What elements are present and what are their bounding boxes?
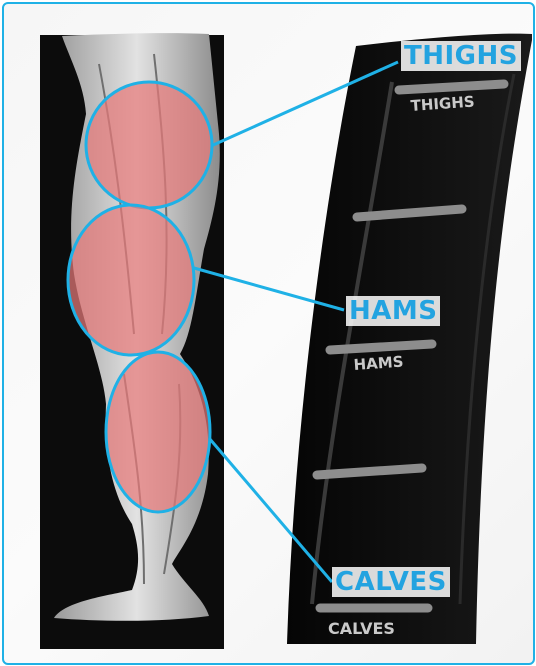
pad-label-hams: HAMS <box>353 353 404 374</box>
roller-pad: THIGHS HAMS CALVES <box>287 34 532 644</box>
thighs-highlight <box>86 82 212 208</box>
pad-stripe <box>399 84 504 90</box>
muscle-highlights <box>68 82 212 512</box>
pad-label-calves: CALVES <box>328 619 395 638</box>
callout-thighs: THIGHS <box>401 41 521 71</box>
illustration-svg: THIGHS HAMS CALVES <box>4 4 533 663</box>
callout-hams: HAMS <box>346 296 440 326</box>
pad-body <box>287 34 532 644</box>
pad-stripe <box>330 344 432 350</box>
callout-calves: CALVES <box>332 567 450 597</box>
hams-highlight <box>68 205 194 355</box>
calves-highlight <box>106 352 210 512</box>
